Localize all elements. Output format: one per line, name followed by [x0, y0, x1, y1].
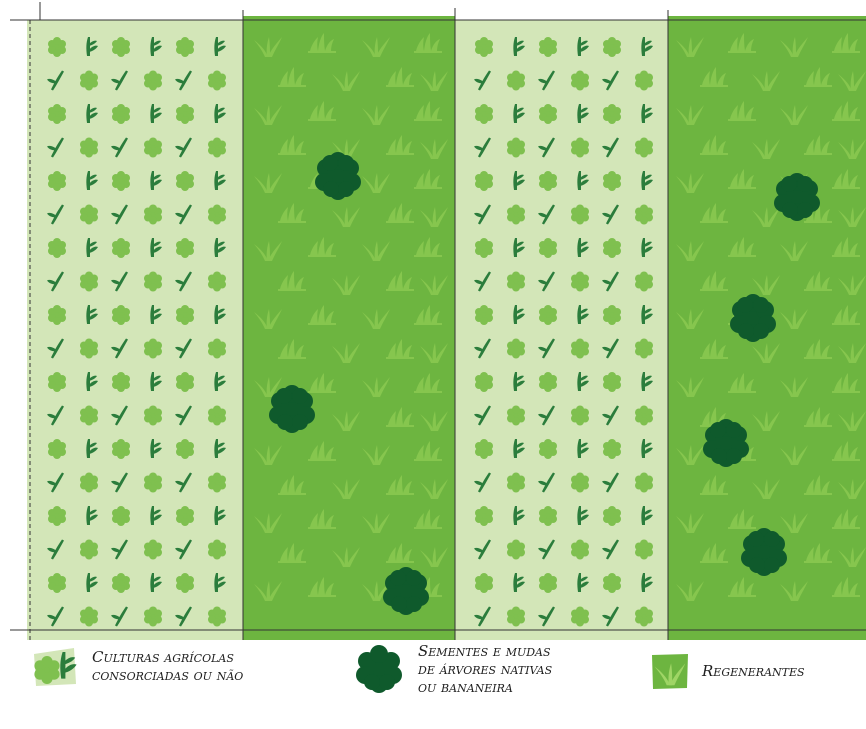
crop-seedlings-icon	[30, 644, 80, 688]
legend-item-regen: Regenerantes	[650, 652, 805, 690]
legend-item-crops: Culturas agrícolas consorciadas ou não	[30, 644, 243, 688]
tree-canopy-icon	[352, 643, 406, 695]
legend-label-trees: Sementes e mudas de árvores nativas ou b…	[418, 642, 552, 696]
legend: Culturas agrícolas consorciadas ou não S…	[0, 642, 866, 729]
legend-item-trees: Sementes e mudas de árvores nativas ou b…	[352, 642, 552, 696]
legend-label-regen: Regenerantes	[702, 662, 805, 680]
legend-label-crops: Culturas agrícolas consorciadas ou não	[92, 648, 243, 684]
agroforestry-layout-diagram	[0, 0, 866, 642]
regenerating-plants-icon	[650, 652, 690, 690]
